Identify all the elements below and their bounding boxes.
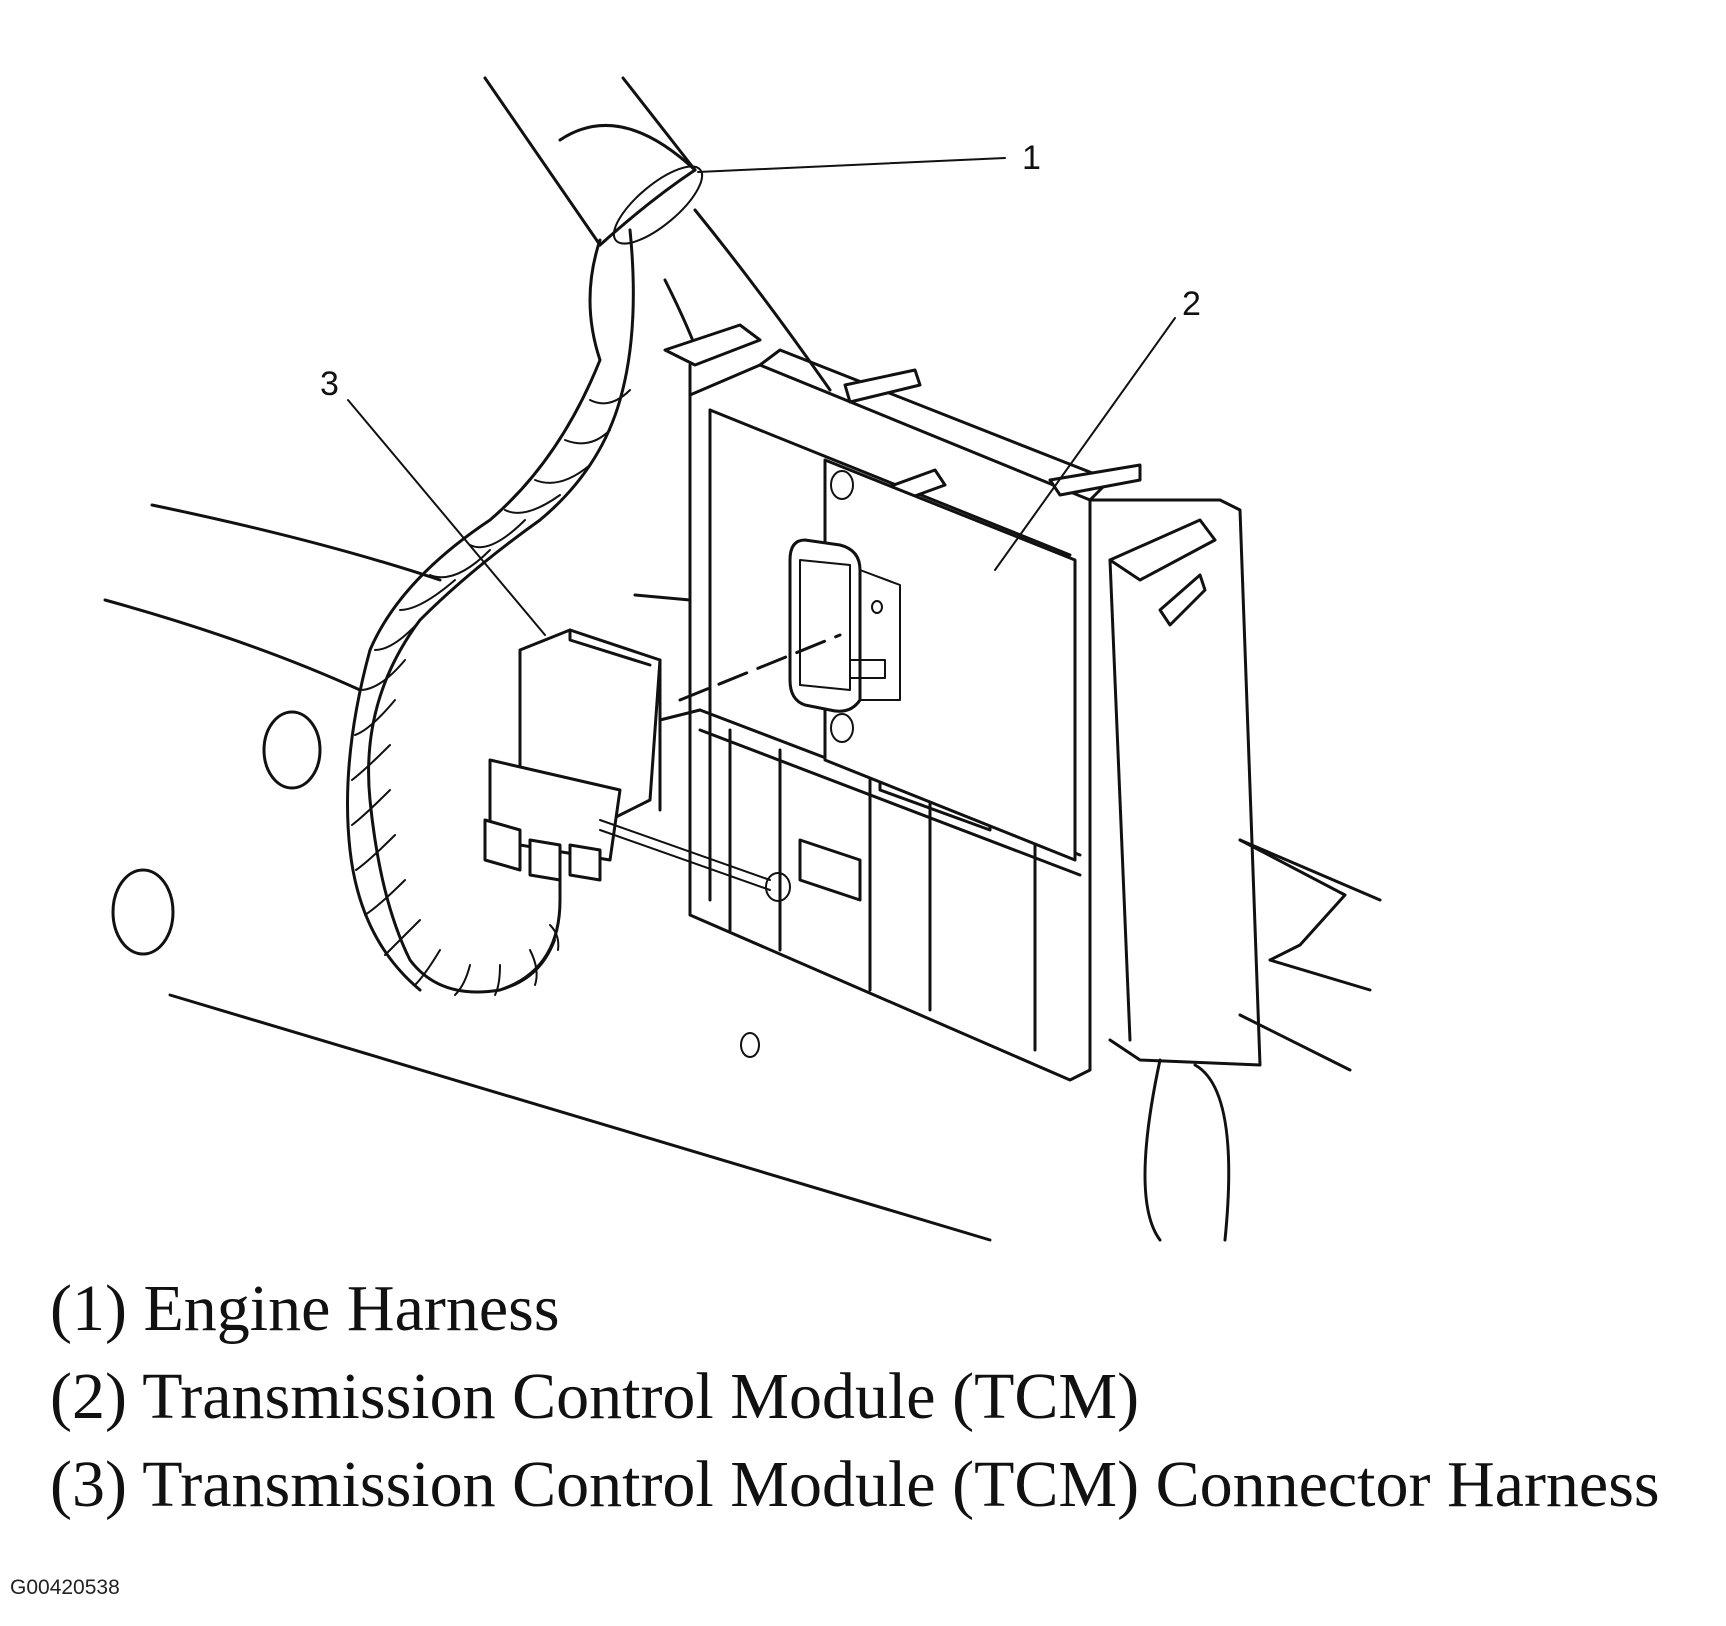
parts-legend: (1) Engine Harness (2) Transmission Cont… (50, 1265, 1660, 1529)
callout-2: 2 (994, 285, 1201, 571)
figure-id: G00420538 (10, 1576, 120, 1599)
legend-item: (3) Transmission Control Module (TCM) Co… (50, 1448, 1660, 1521)
mounting-panel (103, 503, 1382, 1242)
tcm-module (663, 323, 1347, 1082)
legend-item: (2) Transmission Control Module (TCM) (50, 1360, 1140, 1433)
callout-3-number: 3 (320, 365, 339, 403)
callout-3: 3 (320, 365, 546, 636)
tcm-connector-harness (483, 593, 842, 902)
legend-item: (1) Engine Harness (50, 1272, 560, 1345)
tcm-location-illustration: 1 2 3 (103, 76, 1382, 1242)
engine-harness (346, 76, 832, 996)
callout-2-number: 2 (1182, 285, 1201, 323)
callout-1: 1 (697, 139, 1041, 177)
callout-1-number: 1 (1022, 139, 1041, 177)
